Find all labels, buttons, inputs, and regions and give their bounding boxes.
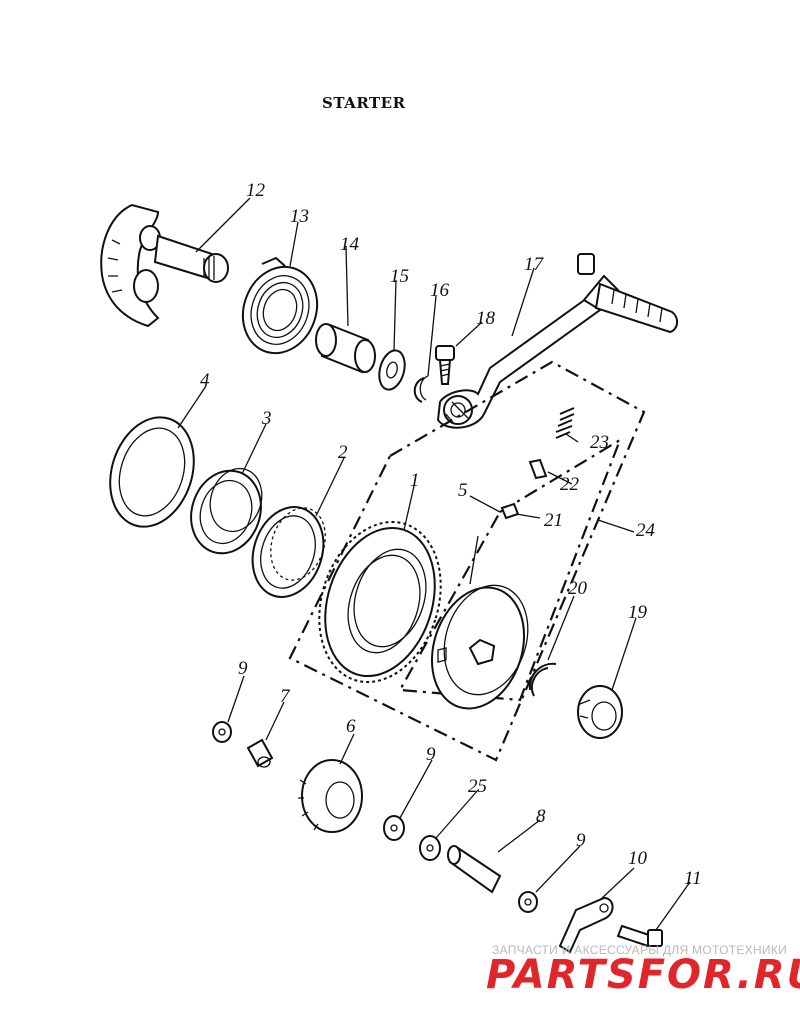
label-18: 18 — [476, 308, 496, 329]
label-9-a: 9 — [238, 658, 248, 679]
part-16-circlip — [413, 375, 429, 403]
part-3-collar — [190, 467, 263, 555]
part-13-spring — [241, 256, 319, 355]
assembly-outline-sub — [398, 437, 623, 702]
part-7-pin — [246, 738, 274, 768]
label-1: 1 — [410, 470, 420, 491]
label-11: 11 — [684, 868, 702, 889]
label-10: 10 — [628, 848, 648, 869]
label-24: 24 — [636, 520, 656, 541]
assembly-outline-main — [288, 360, 646, 762]
watermark-brand: PARTSFOR.RU — [486, 952, 800, 998]
label-6: 6 — [346, 716, 356, 737]
part-labels: 12 13 14 15 16 18 17 4 3 2 1 5 21 22 23 … — [200, 180, 702, 889]
label-9-b: 9 — [426, 744, 436, 765]
label-15: 15 — [390, 266, 409, 287]
label-17: 17 — [524, 254, 545, 275]
label-16: 16 — [430, 280, 450, 301]
label-2: 2 — [338, 442, 348, 463]
part-14-bushing — [315, 323, 376, 374]
label-21: 21 — [544, 510, 563, 531]
part-21-pin — [500, 502, 520, 520]
label-13: 13 — [290, 206, 309, 227]
part-9-washer-a — [212, 721, 232, 743]
label-12: 12 — [246, 180, 266, 201]
watermark-tagline: ЗАПЧАСТИ И АКСЕССУАРЫ ДЛЯ МОТОТЕХНИКИ — [492, 943, 788, 957]
part-15-washer — [378, 349, 406, 391]
label-14: 14 — [340, 234, 360, 255]
part-20-clip — [528, 662, 557, 697]
label-19: 19 — [628, 602, 648, 623]
part-8-shaft — [447, 845, 502, 894]
label-23: 23 — [590, 432, 609, 453]
part-18-bolt — [435, 345, 455, 385]
part-19-nut — [577, 685, 623, 739]
label-4: 4 — [200, 370, 210, 391]
part-9-washer-c — [518, 891, 538, 913]
part-10-arm — [558, 896, 614, 954]
part-4-ring — [109, 416, 195, 528]
part-2-needle-bearing — [251, 506, 326, 598]
part-22-roller — [528, 458, 548, 480]
part-25-washer — [419, 835, 441, 861]
part-5-clutch-plate — [430, 584, 529, 710]
part-12-kick-shaft — [100, 203, 229, 328]
label-3: 3 — [261, 408, 272, 429]
label-5: 5 — [458, 480, 468, 501]
label-22: 22 — [560, 474, 580, 495]
part-9-washer-b — [383, 815, 405, 841]
part-17-kick-lever — [436, 253, 678, 429]
label-8: 8 — [536, 806, 546, 827]
part-6-gear — [298, 759, 363, 833]
label-25: 25 — [468, 776, 487, 797]
diagram-title: STARTER — [322, 94, 406, 112]
part-23-spring — [555, 407, 575, 439]
leader-lines — [177, 197, 691, 931]
label-20: 20 — [568, 578, 588, 599]
part-11-bolt — [616, 924, 663, 948]
label-7: 7 — [280, 686, 291, 707]
label-9-c: 9 — [576, 830, 586, 851]
